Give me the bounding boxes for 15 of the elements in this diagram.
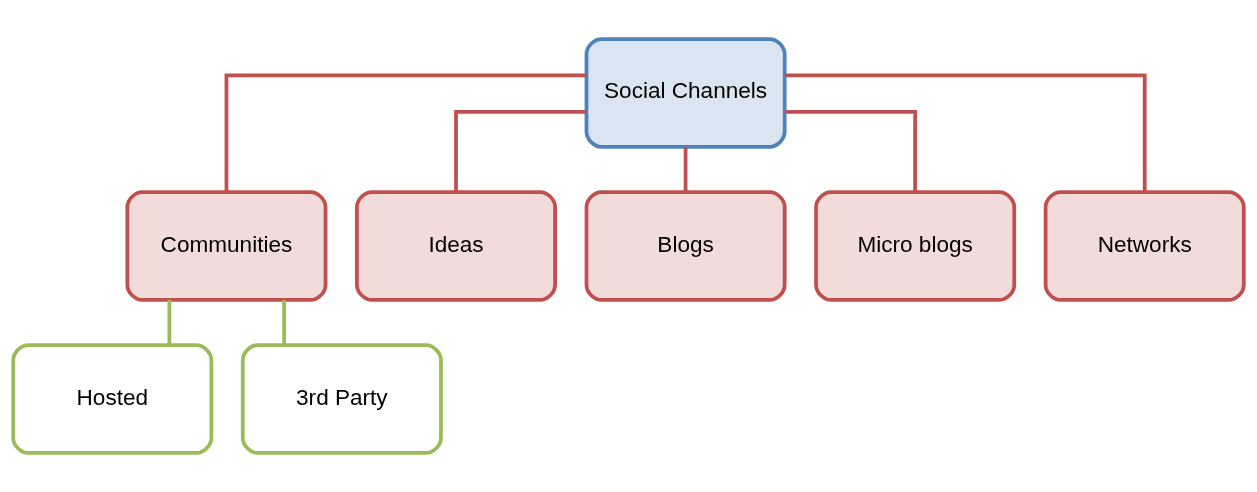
node-box: Micro blogs [814, 190, 1017, 302]
node-box: Blogs [584, 190, 787, 302]
connector [454, 109, 587, 192]
connector [785, 73, 1147, 192]
node-box: Ideas [355, 190, 557, 302]
node-box: 3rd Party [240, 343, 443, 455]
connector [167, 299, 172, 346]
connector [784, 109, 917, 192]
node-box: Hosted [11, 343, 214, 455]
connector [282, 299, 287, 346]
connector [224, 73, 586, 192]
connector [683, 146, 688, 192]
node-box: Social Channels [584, 37, 787, 149]
node-box: Networks [1043, 190, 1246, 302]
node-box: Communities [125, 190, 328, 302]
